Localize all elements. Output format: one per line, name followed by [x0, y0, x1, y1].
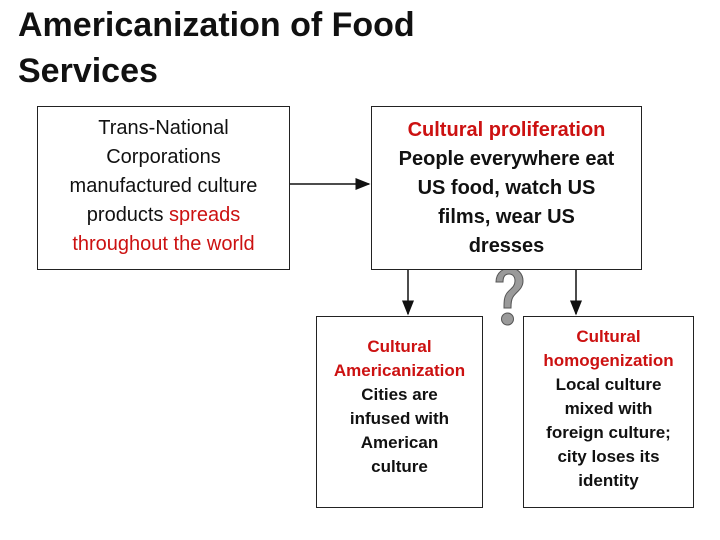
title-line-1: Americanization of Food: [18, 6, 415, 44]
box-cultural-homogenization: Cultural homogenization Local culture mi…: [523, 316, 694, 508]
americanization-line-4: culture: [371, 457, 428, 476]
homogenization-line-4: city loses its: [557, 447, 660, 466]
box-trans-national-corporations: Trans-National Corporations manufactured…: [37, 106, 290, 270]
tnc-line-4-text: products: [86, 203, 170, 226]
tnc-line-1: Trans-National: [98, 116, 229, 139]
homogenization-line-1: Local culture: [555, 375, 662, 394]
americanization-line-2: infused with: [349, 409, 450, 428]
americanization-line-3: American: [360, 433, 439, 452]
americanization-line-1: Cities are: [361, 385, 438, 404]
box-cultural-americanization: Cultural Americanization Cities are infu…: [316, 316, 483, 508]
americanization-heading-2: Americanization: [333, 361, 466, 380]
homogenization-heading-1: Cultural: [576, 327, 641, 346]
tnc-line-5-highlight: throughout the world: [72, 232, 255, 255]
tnc-spreads-highlight: spreads: [169, 203, 241, 226]
homogenization-line-3: foreign culture;: [546, 423, 671, 442]
proliferation-line-2: US food, watch US: [417, 176, 596, 199]
proliferation-line-3: films, wear US: [438, 205, 575, 228]
proliferation-line-4: dresses: [468, 234, 545, 257]
homogenization-heading-2: homogenization: [543, 351, 674, 370]
question-mark-icon: [495, 268, 524, 326]
proliferation-line-1: People everywhere eat: [398, 147, 615, 170]
homogenization-line-2: mixed with: [564, 399, 653, 418]
tnc-line-3: manufactured culture: [69, 174, 258, 197]
proliferation-heading: Cultural proliferation: [407, 118, 606, 141]
homogenization-line-5: identity: [578, 471, 639, 490]
americanization-heading-1: Cultural: [367, 337, 432, 356]
box-cultural-proliferation: Cultural proliferation People everywhere…: [371, 106, 642, 270]
title-line-2: Services: [18, 52, 158, 90]
tnc-line-4: products spreads: [87, 201, 240, 230]
tnc-line-2: Corporations: [106, 145, 221, 168]
page-title: Americanization of Food Services: [18, 2, 698, 94]
